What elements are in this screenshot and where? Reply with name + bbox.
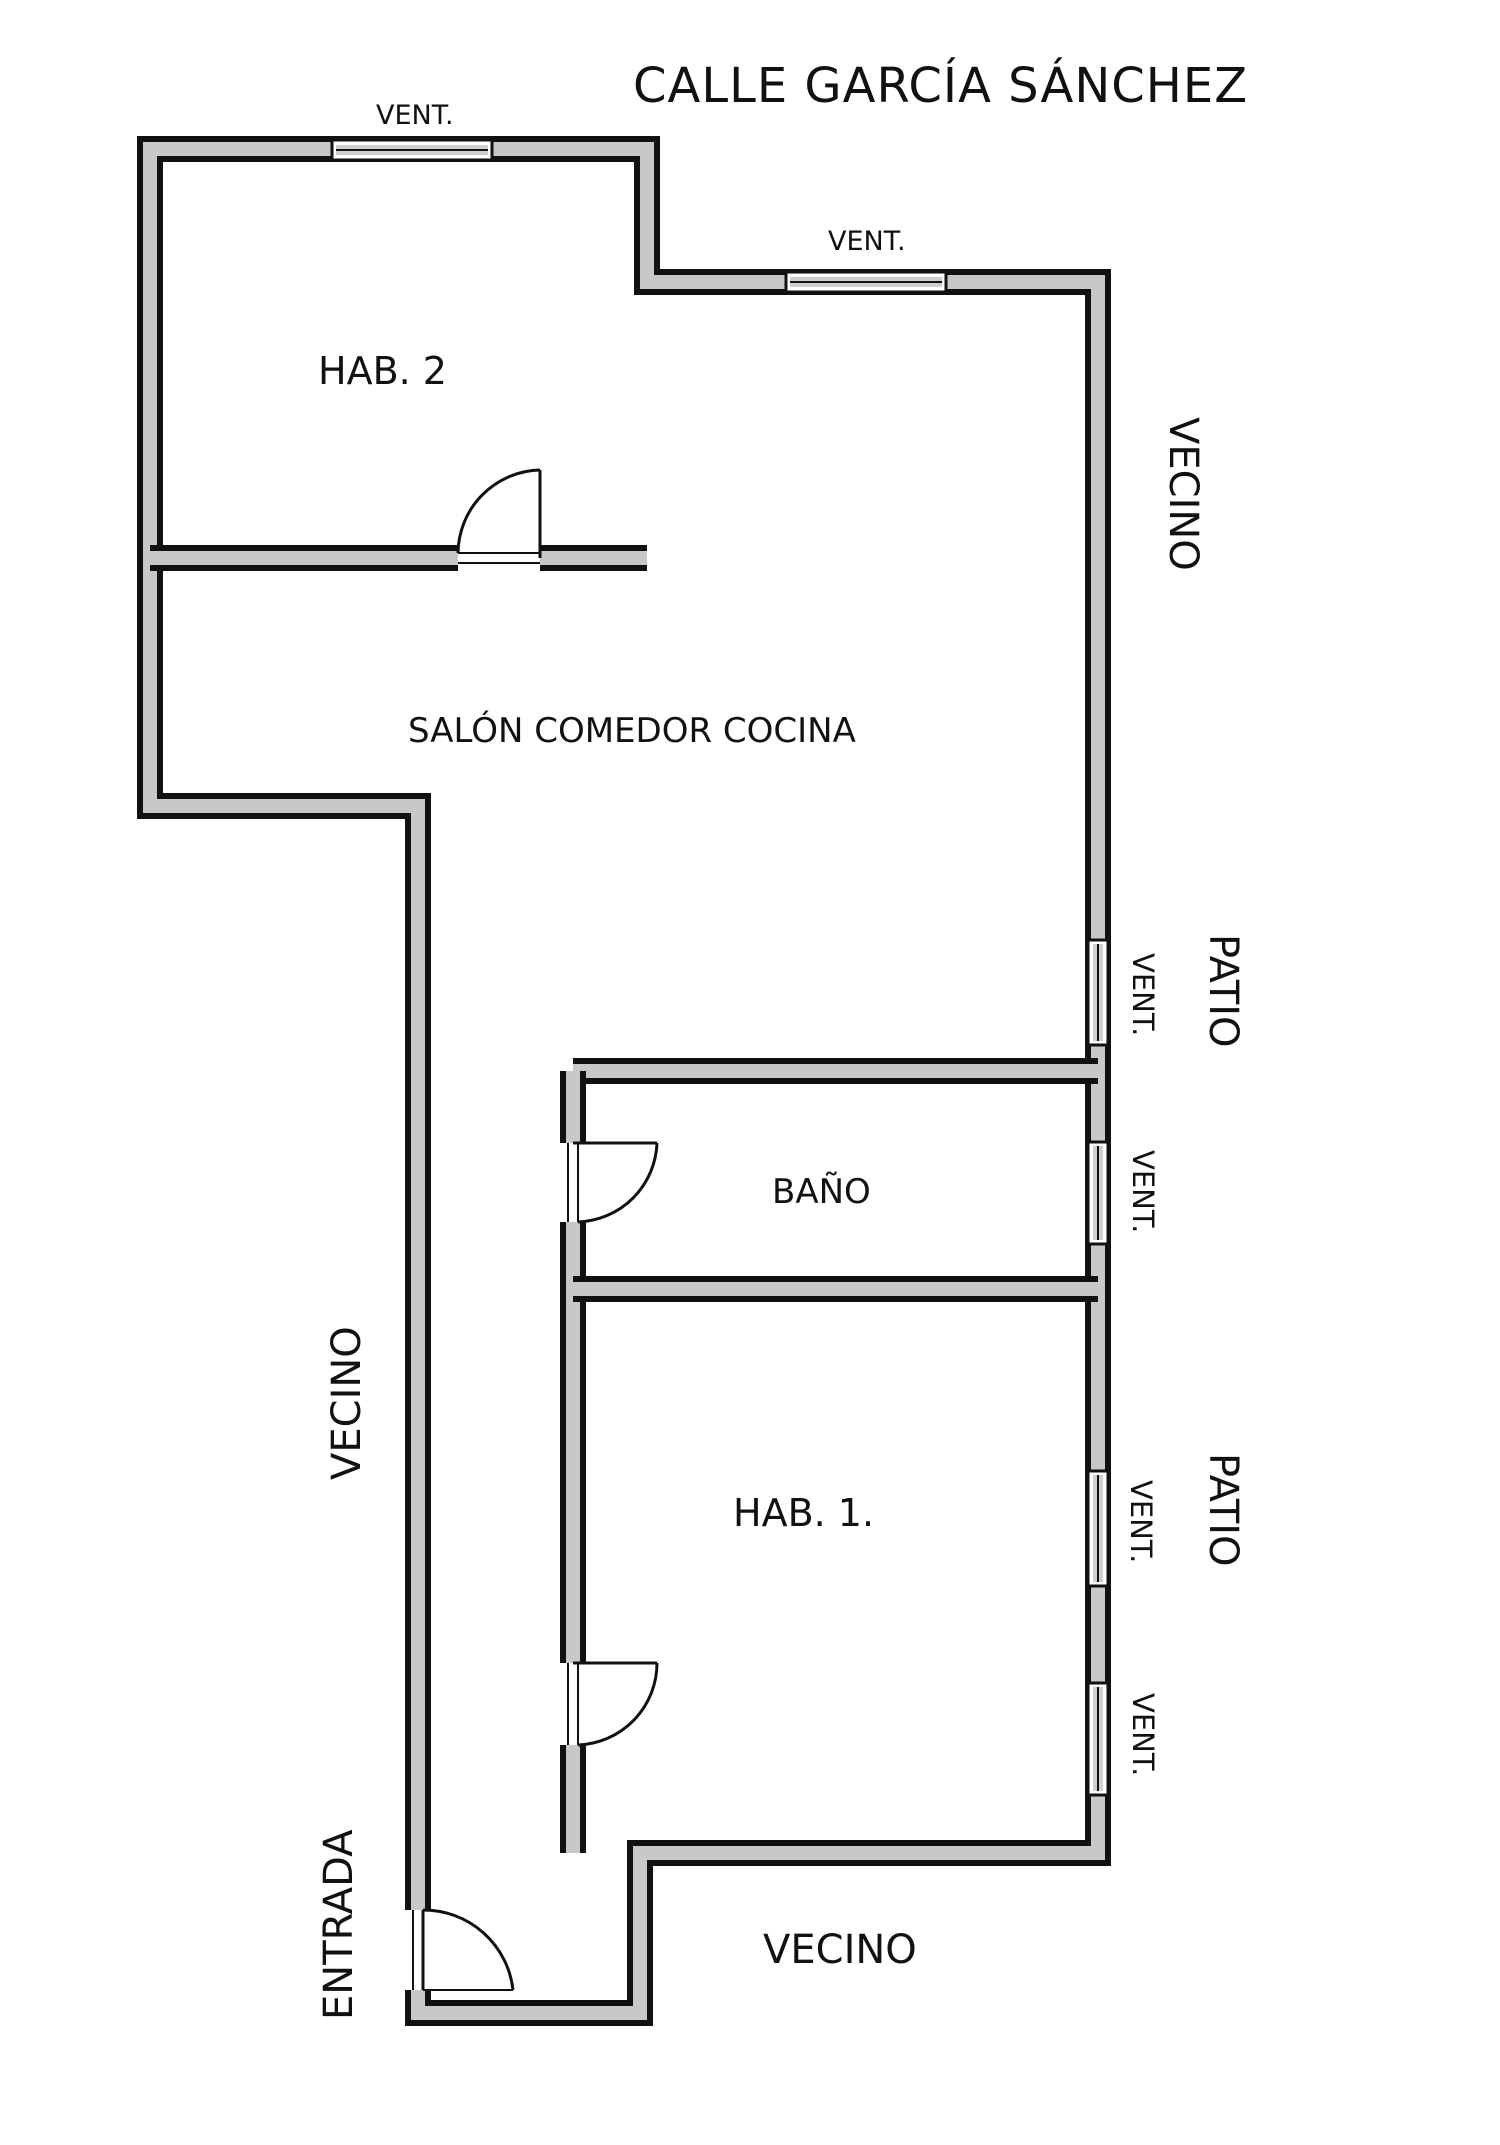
label-patio-upper: PATIO bbox=[1200, 934, 1246, 1048]
door-hab2 bbox=[456, 468, 542, 573]
window-right-salon bbox=[1086, 938, 1110, 1047]
label-vecino-bottom: VECINO bbox=[763, 1927, 917, 1973]
room-label-salon: SALÓN COMEDOR COCINA bbox=[408, 710, 856, 751]
windows bbox=[330, 138, 1110, 1797]
window-label-right-salon: VENT. bbox=[1126, 953, 1160, 1036]
door-bano bbox=[558, 1141, 659, 1224]
window-label-top-right: VENT. bbox=[828, 226, 906, 257]
room-label-hab1: HAB. 1. bbox=[733, 1491, 874, 1535]
window-label-right-hab1-lower: VENT. bbox=[1126, 1693, 1160, 1776]
window-right-hab1-upper bbox=[1086, 1469, 1110, 1588]
window-top-left bbox=[330, 138, 494, 162]
room-label-bano: BAÑO bbox=[772, 1172, 871, 1212]
label-vecino-right: VECINO bbox=[1160, 417, 1206, 571]
window-label-top-left: VENT. bbox=[376, 100, 454, 131]
street-title: CALLE GARCÍA SÁNCHEZ bbox=[633, 57, 1248, 114]
label-vecino-left: VECINO bbox=[324, 1326, 370, 1480]
label-entrada: ENTRADA bbox=[316, 1829, 362, 2020]
door-hab1 bbox=[558, 1661, 659, 1747]
exterior-wall-core bbox=[143, 142, 1105, 2020]
window-top-right bbox=[784, 270, 948, 294]
label-patio-lower: PATIO bbox=[1200, 1453, 1246, 1567]
window-right-bano bbox=[1086, 1140, 1110, 1246]
room-label-hab2: HAB. 2 bbox=[318, 349, 447, 393]
window-label-right-bano: VENT. bbox=[1126, 1150, 1160, 1233]
window-label-right-hab1-upper: VENT. bbox=[1124, 1480, 1158, 1563]
door-entrada bbox=[403, 1908, 515, 1991]
doors bbox=[403, 468, 659, 1991]
walls bbox=[137, 136, 1111, 2026]
window-right-hab1-lower bbox=[1086, 1681, 1110, 1797]
